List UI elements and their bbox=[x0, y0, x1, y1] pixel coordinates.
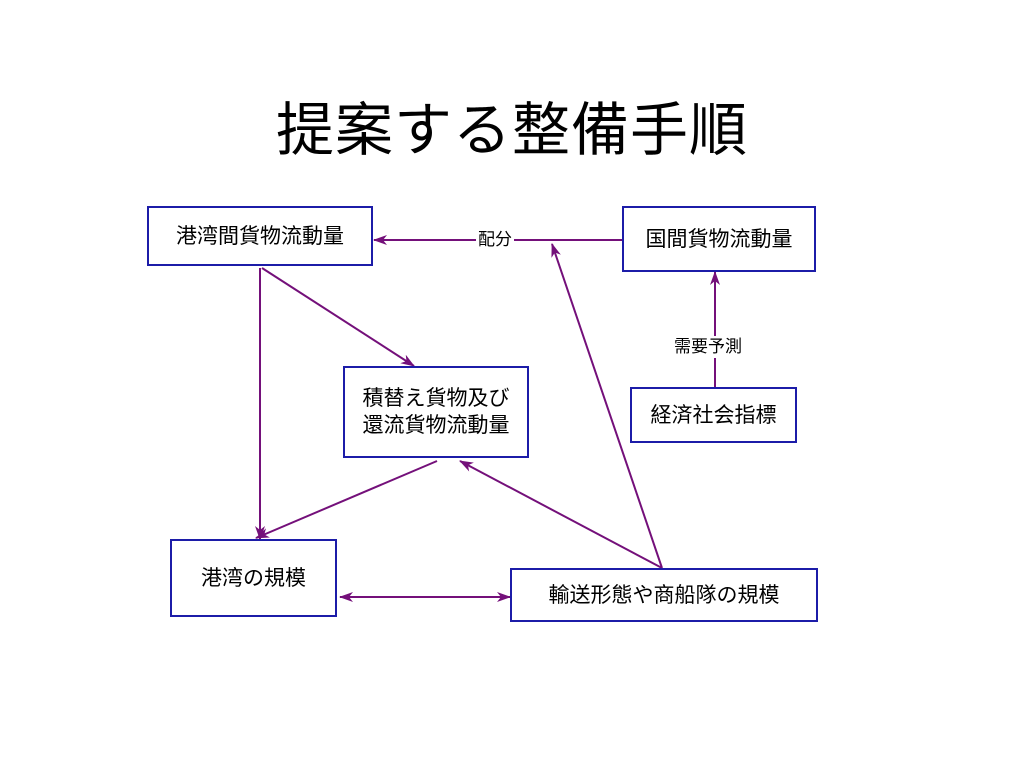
node-port-flow: 港湾間貨物流動量 bbox=[147, 206, 373, 266]
arrow-fleet-to-allocation bbox=[551, 243, 663, 569]
page-title: 提案する整備手順 bbox=[275, 96, 748, 164]
node-transship-flow-label: 積替え貨物及び 還流貨物流動量 bbox=[362, 386, 510, 437]
node-transship-flow: 積替え貨物及び 還流貨物流動量 bbox=[343, 366, 529, 458]
node-socioeconomic-label: 経済社会指標 bbox=[650, 402, 777, 427]
arrow-fleet-to-transship bbox=[459, 460, 663, 569]
arrow-transship-to-port-scale bbox=[255, 460, 438, 539]
node-country-flow: 国間貨物流動量 bbox=[622, 206, 816, 272]
node-fleet-scale: 輸送形態や商船隊の規模 bbox=[510, 568, 818, 622]
node-country-flow-label: 国間貨物流動量 bbox=[645, 226, 793, 251]
label-allocation: 配分 bbox=[476, 229, 514, 251]
node-port-scale-label: 港湾の規模 bbox=[201, 565, 306, 590]
node-port-flow-label: 港湾間貨物流動量 bbox=[176, 223, 344, 248]
node-fleet-scale-label: 輸送形態や商船隊の規模 bbox=[548, 582, 780, 607]
node-port-scale: 港湾の規模 bbox=[170, 539, 337, 617]
label-demand-forecast: 需要予測 bbox=[672, 336, 744, 358]
arrow-port-flow-to-transship bbox=[261, 267, 415, 367]
node-socioeconomic: 経済社会指標 bbox=[630, 387, 797, 443]
